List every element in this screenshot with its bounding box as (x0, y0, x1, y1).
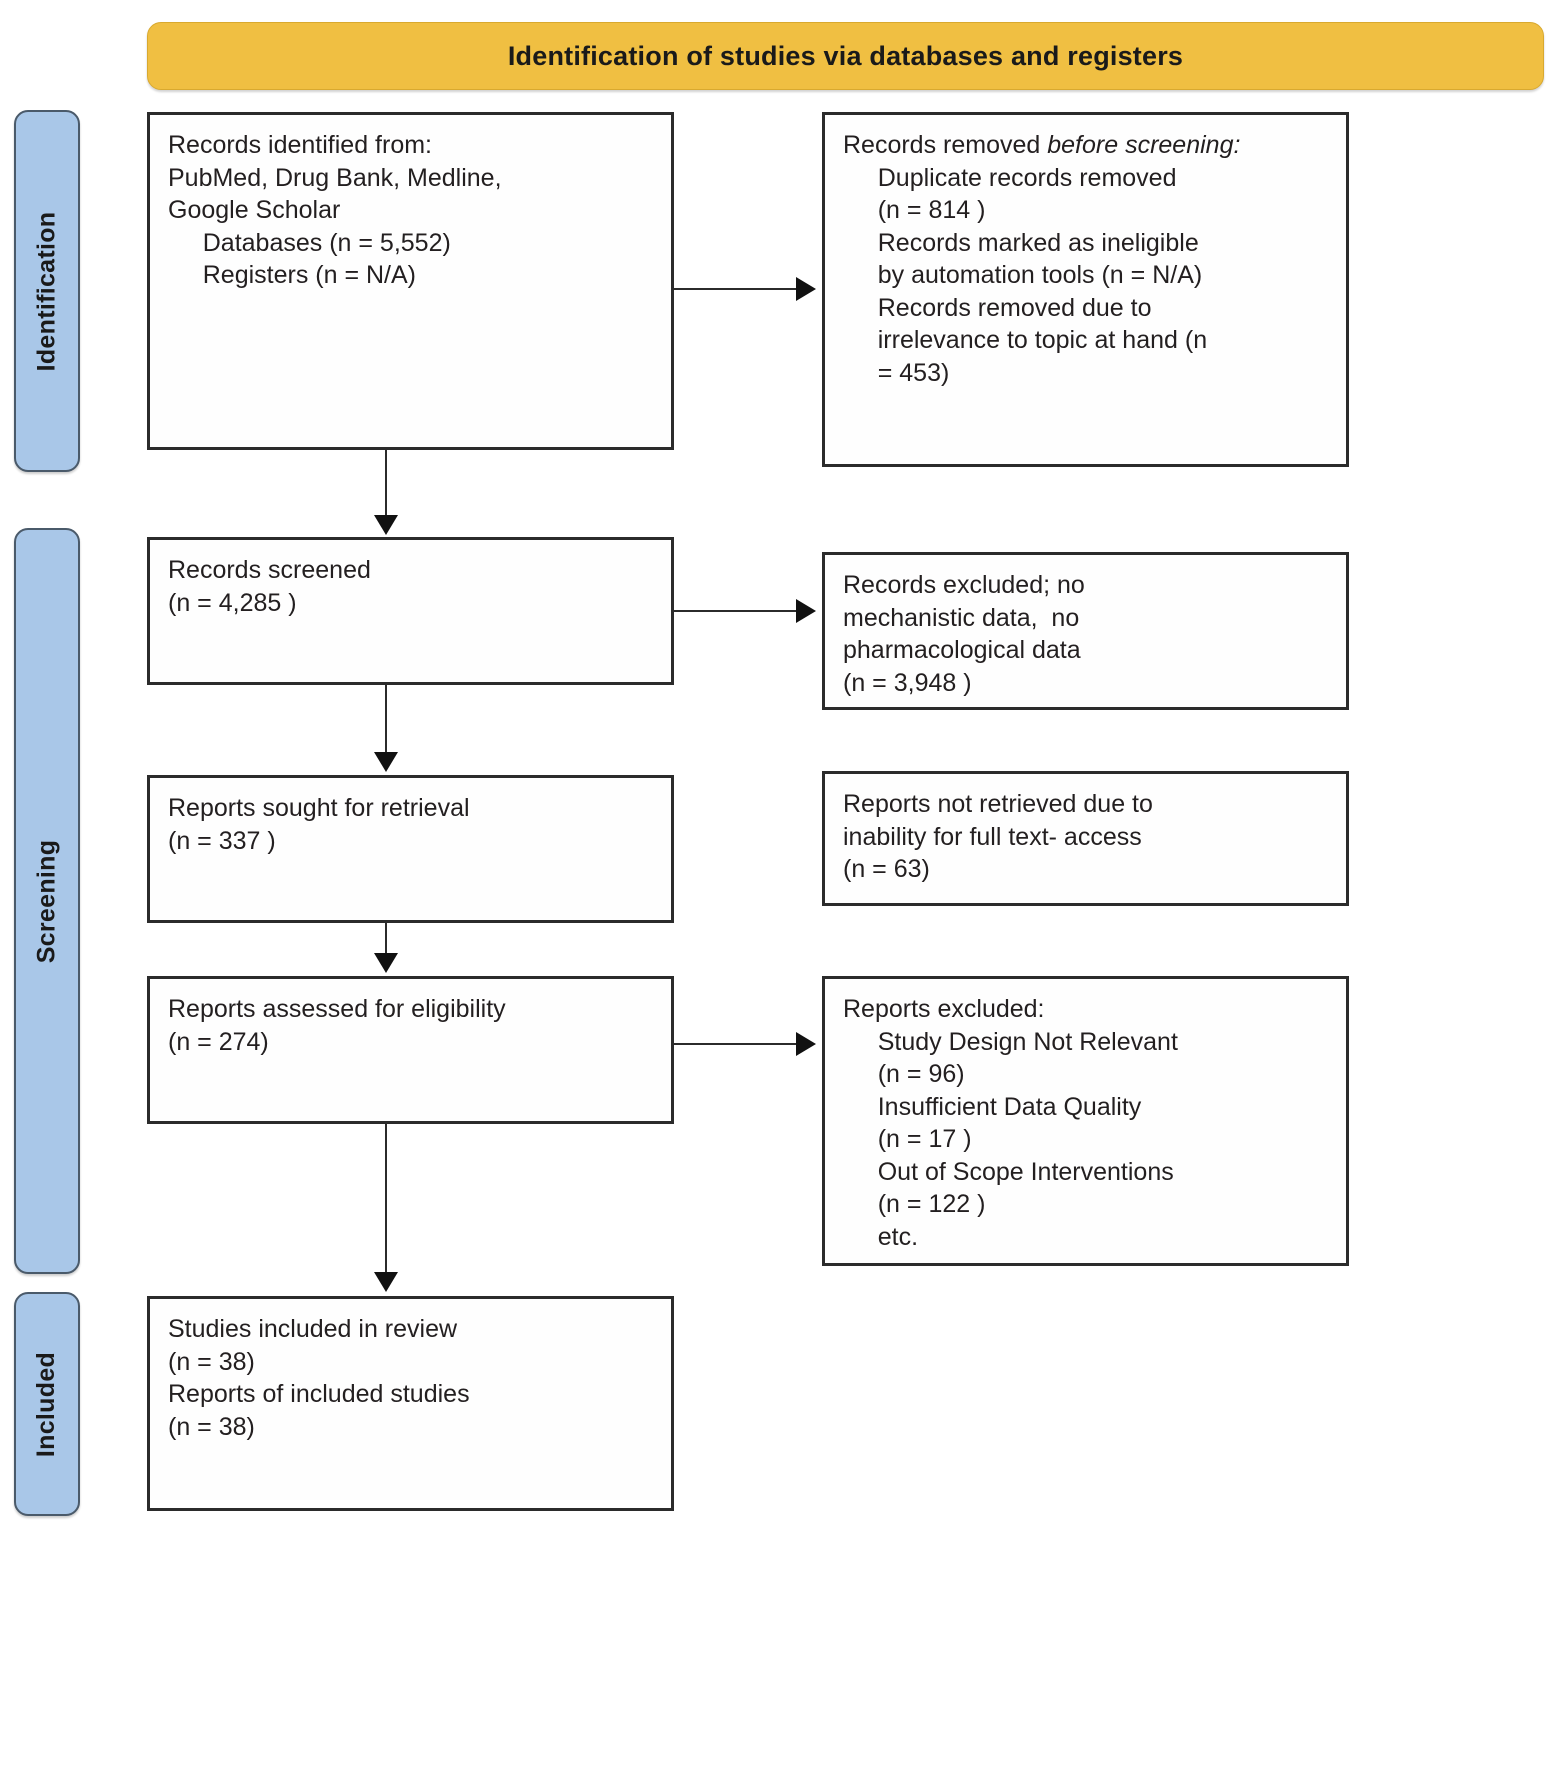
connector-identified-to-removed (674, 288, 796, 290)
connector-assessed-to-reports-excluded (674, 1043, 796, 1045)
box-studies-included-in-review-text: Studies included in review (n = 38) Repo… (168, 1315, 470, 1441)
box-records-removed-before-screening: Records removed before screening: Duplic… (822, 112, 1349, 467)
box-records-removed-before-screening-text: Records removed before screening: Duplic… (843, 129, 1330, 389)
arrow-identified-to-screened (374, 515, 398, 535)
removed-heading-colon: : (1233, 131, 1241, 159)
arrow-sought-to-assessed (374, 953, 398, 973)
arrow-screened-to-excluded (796, 599, 816, 623)
connector-screened-to-sought (385, 685, 387, 752)
box-reports-sought-for-retrieval-text: Reports sought for retrieval (n = 337 ) (168, 794, 470, 855)
box-reports-not-retrieved: Reports not retrieved due to inability f… (822, 771, 1349, 906)
box-records-screened-text: Records screened (n = 4,285 ) (168, 556, 371, 617)
connector-identified-to-screened (385, 450, 387, 517)
box-records-excluded: Records excluded; no mechanistic data, n… (822, 552, 1349, 710)
box-reports-sought-for-retrieval: Reports sought for retrieval (n = 337 ) (147, 775, 674, 923)
connector-sought-to-assessed (385, 923, 387, 955)
removed-heading-italic: before screening (1047, 131, 1234, 159)
arrow-screened-to-sought (374, 752, 398, 772)
box-records-identified-text: Records identified from: PubMed, Drug Ba… (168, 131, 502, 289)
diagram-header-banner: Identification of studies via databases … (147, 22, 1544, 90)
stage-label-identification: Identification (14, 110, 80, 472)
removed-body: Duplicate records removed (n = 814 ) Rec… (877, 163, 1208, 387)
box-records-excluded-text: Records excluded; no mechanistic data, n… (843, 571, 1085, 697)
stage-label-included-text: Included (32, 1351, 61, 1457)
removed-heading-plain: Records removed (843, 131, 1048, 159)
box-records-screened: Records screened (n = 4,285 ) (147, 537, 674, 685)
diagram-title: Identification of studies via databases … (507, 40, 1184, 71)
connector-screened-to-excluded (674, 610, 796, 612)
stage-label-screening-text: Screening (32, 839, 61, 963)
arrow-assessed-to-reports-excluded (796, 1032, 816, 1056)
box-reports-assessed-for-eligibility-text: Reports assessed for eligibility (n = 27… (168, 995, 506, 1056)
stage-label-included: Included (14, 1292, 80, 1516)
arrow-identified-to-removed (796, 277, 816, 301)
box-reports-excluded-text: Reports excluded: Study Design Not Relev… (843, 995, 1178, 1251)
box-reports-assessed-for-eligibility: Reports assessed for eligibility (n = 27… (147, 976, 674, 1124)
box-records-identified: Records identified from: PubMed, Drug Ba… (147, 112, 674, 450)
box-studies-included-in-review: Studies included in review (n = 38) Repo… (147, 1296, 674, 1511)
box-reports-not-retrieved-text: Reports not retrieved due to inability f… (843, 790, 1153, 883)
arrow-assessed-to-included (374, 1272, 398, 1292)
box-reports-excluded: Reports excluded: Study Design Not Relev… (822, 976, 1349, 1266)
connector-assessed-to-included (385, 1124, 387, 1272)
stage-label-identification-text: Identification (32, 211, 61, 371)
stage-label-screening: Screening (14, 528, 80, 1274)
